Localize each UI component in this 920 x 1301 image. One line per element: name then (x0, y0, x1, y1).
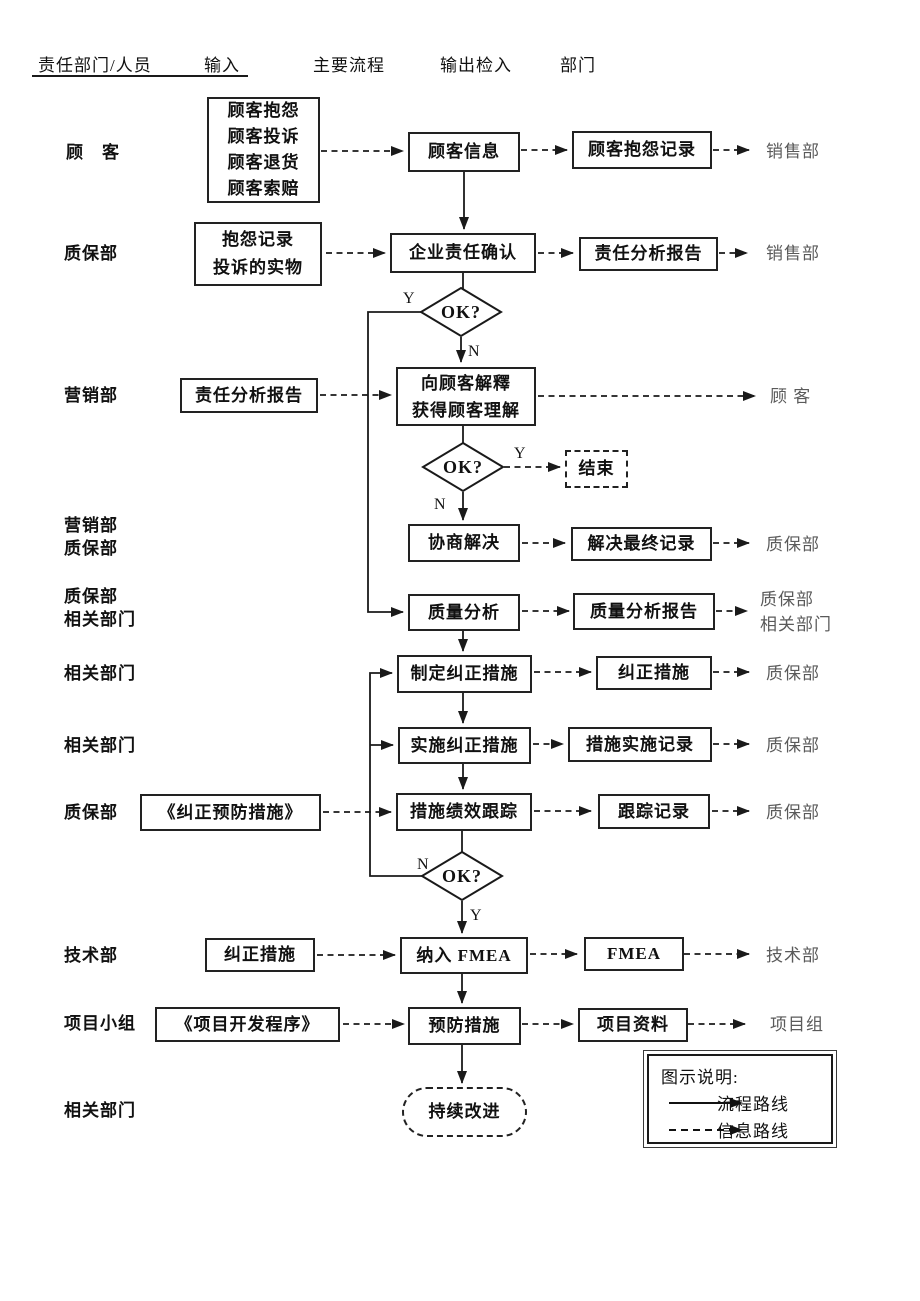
dept-label-qa-related: 质保部 相关部门 (760, 587, 832, 637)
process-box-track-measure-performance: 措施绩效跟踪 (396, 793, 532, 831)
input-complaint-line2: 顾客投诉 (227, 127, 300, 146)
input-complaint-line1: 顾客抱怨 (227, 101, 300, 120)
dept-label-qa-4: 质保部 (766, 803, 820, 822)
process-box-into-fmea: 纳入 FMEA (400, 937, 528, 974)
decision-diamond-3 (420, 850, 504, 902)
terminal-continuous-improvement: 持续改进 (402, 1087, 527, 1137)
output-box-complaint-record: 顾客抱怨记录 (572, 131, 712, 169)
decision-1-yes-label: Y (403, 290, 415, 307)
row-label-qa: 质保部 (64, 244, 118, 263)
dept-label-qa-related-line1: 质保部 (760, 590, 814, 609)
row-label-marketing-qa-line2: 质保部 (64, 539, 118, 558)
input-records-line2: 投诉的实物 (213, 258, 303, 277)
decision-2-no-label: N (434, 496, 446, 513)
row-label-qa-related: 质保部 相关部门 (64, 585, 136, 631)
output-box-quality-report: 质量分析报告 (573, 593, 715, 630)
header-underline (32, 75, 248, 77)
output-box-tracking-record: 跟踪记录 (598, 794, 710, 829)
legend-box: 图示说明: 流程路线 信息路线 (643, 1050, 837, 1148)
row-label-qa-related-line2: 相关部门 (64, 610, 136, 629)
input-complaint-line4: 顾客索赔 (227, 179, 300, 198)
input-complaint-line3: 顾客退货 (227, 153, 300, 172)
process-box-negotiate-solution: 协商解决 (408, 524, 520, 562)
process-box-make-corrective-measures: 制定纠正措施 (397, 655, 532, 693)
output-box-implementation-record: 措施实施记录 (568, 727, 712, 762)
row-label-qa-2: 质保部 (64, 803, 118, 822)
input-records-line1: 抱怨记录 (222, 230, 294, 249)
dept-label-sales-1: 销售部 (766, 142, 820, 161)
decision-3-no-label: N (417, 856, 429, 873)
dept-label-qa-3: 质保部 (766, 736, 820, 755)
output-box-corrective-measures: 纠正措施 (596, 656, 712, 690)
row-label-marketing-qa-line1: 营销部 (64, 516, 118, 535)
row-label-related-3: 相关部门 (64, 1101, 136, 1120)
decision-diamond-1 (419, 286, 503, 338)
dept-label-qa-2: 质保部 (766, 664, 820, 683)
process-box-implement-corrective-measures: 实施纠正措施 (398, 727, 531, 764)
header-main-process: 主要流程 (313, 56, 385, 75)
dept-label-project: 项目组 (770, 1015, 824, 1034)
row-label-tech: 技术部 (64, 946, 118, 965)
header-output-check: 输出检入 (440, 56, 512, 75)
legend-info-row: 信息路线 (661, 1116, 825, 1143)
row-label-related-2: 相关部门 (64, 736, 136, 755)
dept-label-qa-related-line2: 相关部门 (760, 615, 832, 634)
process-box-quality-analysis: 质量分析 (408, 594, 520, 631)
input-box-complaint-records: 抱怨记录 投诉的实物 (194, 222, 322, 286)
process-box-company-responsibility: 企业责任确认 (390, 233, 536, 273)
output-box-final-solution-record: 解决最终记录 (571, 527, 712, 561)
decision-2-yes-label: Y (514, 445, 526, 462)
output-box-project-data: 项目资料 (578, 1008, 688, 1042)
input-box-customer-complaints: 顾客抱怨 顾客投诉 顾客退货 顾客索赔 (207, 97, 320, 203)
decision-label-3: OK? (441, 866, 482, 886)
process-box-customer-info: 顾客信息 (408, 132, 520, 172)
decision-diamond-2 (421, 441, 505, 493)
dept-label-customer: 顾 客 (770, 387, 812, 406)
header-responsible-dept: 责任部门/人员 (38, 56, 152, 75)
input-box-responsibility-report: 责任分析报告 (180, 378, 318, 413)
end-box: 结束 (565, 450, 628, 488)
header-input: 输入 (204, 56, 240, 75)
row-label-marketing: 营销部 (64, 386, 118, 405)
row-label-related-1: 相关部门 (64, 664, 136, 683)
dept-label-sales-2: 销售部 (766, 244, 820, 263)
decision-label-2: OK? (442, 457, 483, 477)
input-box-corrective-measures: 纠正措施 (205, 938, 315, 972)
decision-1-no-label: N (468, 343, 480, 360)
process-explain-line1: 向顾客解釋 (421, 373, 511, 393)
row-label-marketing-qa: 营销部 质保部 (64, 514, 118, 560)
row-label-qa-related-line1: 质保部 (64, 587, 118, 606)
dept-label-qa-1: 质保部 (766, 535, 820, 554)
output-box-responsibility-report: 责任分析报告 (579, 237, 718, 271)
process-explain-line2: 获得顾客理解 (412, 400, 520, 420)
legend-inner-frame: 图示说明: 流程路线 信息路线 (647, 1054, 833, 1144)
legend-title: 图示说明: (661, 1068, 739, 1087)
legend-flow-row: 流程路线 (661, 1089, 825, 1116)
dashed-arrow-icon (669, 1124, 743, 1135)
decision-label-1: OK? (440, 302, 481, 322)
row-label-customer: 顾 客 (66, 143, 120, 162)
dept-label-tech: 技术部 (766, 946, 820, 965)
decision-3-yes-label: Y (470, 907, 482, 924)
output-box-fmea: FMEA (584, 937, 684, 971)
solid-arrow-icon (669, 1097, 743, 1108)
input-box-project-dev-procedure: 《项目开发程序》 (155, 1007, 340, 1042)
process-box-preventive-measures: 预防措施 (408, 1007, 521, 1045)
input-box-corrective-preventive-doc: 《纠正预防措施》 (140, 794, 321, 831)
process-box-explain-to-customer: 向顾客解釋 获得顾客理解 (396, 367, 536, 426)
header-department: 部门 (560, 56, 596, 75)
row-label-project-group: 项目小组 (64, 1014, 136, 1033)
